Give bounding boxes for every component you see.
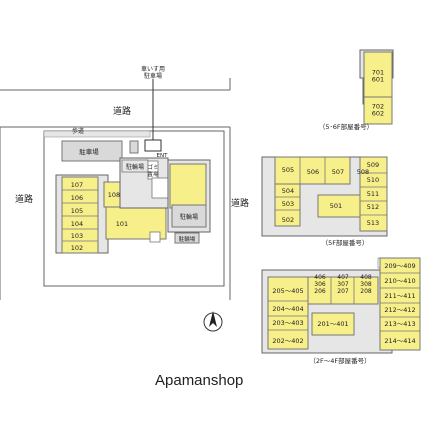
units-right-block [169,163,207,209]
unit-205-405: 205～405 [272,287,303,295]
bike-parking-bottom-label: 駐輪場 [179,235,196,243]
unit-105: 105 [71,207,83,215]
unit-101: 101 [116,220,128,228]
wheelchair-parking-box [144,139,162,152]
brand-logo-text: Apamanshop [155,372,244,389]
unit-107: 107 [71,181,83,189]
floor-5-label: （5F部屋番号） [322,238,369,247]
unit-513: 513 [367,219,379,227]
sidewalk-label: 歩道 [72,127,84,135]
unit-104: 104 [71,220,83,228]
site-plan: 車いす用 駐車場 道路 道路 道路 歩道 駐車場 駐輪場 駐輪場 駐輪場 ゴミ … [0,65,249,332]
unit-511: 511 [367,190,379,198]
entrance-label: ENT [157,153,169,159]
bike-parking-top-label: 駐輪場 [126,163,144,171]
unit-202-402: 202～402 [272,337,303,345]
unit-507: 507 [332,168,344,176]
unit-212-412: 212～412 [384,306,415,314]
road-left-label: 道路 [15,193,33,205]
bike-parking-right-box [171,204,207,228]
unit-213-413: 213～413 [384,320,415,328]
unit-209-409: 209～409 [384,262,415,270]
bike-parking-bottom-box [174,232,200,244]
unit-201-401: 201～401 [317,320,348,328]
unit-506: 506 [307,168,319,176]
road-right-label: 道路 [231,197,249,209]
floor-5-plan: 505 506 507 508 504 503 502 501 509 510 … [261,156,388,247]
unit-204-404: 204～404 [272,305,303,313]
unit-508: 508 [357,168,369,176]
unit-509: 509 [367,161,379,169]
unit-501: 501 [330,202,342,210]
unit-504: 504 [282,187,294,195]
unit-211-411: 211～411 [384,292,415,300]
unit-103: 103 [71,232,83,240]
unit-502: 502 [282,216,294,224]
unit-203-403: 203～403 [272,319,303,327]
floor-56-label: （5･6F部屋番号） [319,122,373,131]
wheelchair-label-2: 駐車場 [144,72,162,80]
unit-210-410: 210～410 [384,277,415,285]
parking-label: 駐車場 [79,147,99,156]
stair-box [149,231,161,243]
garbage-label-2: 置場 [147,170,159,178]
road-top-label: 道路 [113,105,131,117]
unit-106: 106 [71,194,83,202]
sidewalk-strip [43,130,151,138]
unit-101-box [105,206,167,240]
unit-102: 102 [71,244,83,252]
entrance-hall [151,177,170,199]
unit-510: 510 [367,176,379,184]
bike-parking-right-label: 駐輪場 [180,213,198,221]
unit-503: 503 [282,200,294,208]
garbage-label-1: ゴミ [147,163,158,171]
parking-area [61,140,123,162]
wheelchair-label-1: 車いす用 [141,65,165,73]
floor-24-label: （2F～4F部屋番号） [309,356,370,365]
unit-505: 505 [282,166,294,174]
unit-108: 108 [108,191,120,199]
unit-512: 512 [367,203,379,211]
north-arrow-icon [203,311,223,332]
parking-slot [129,140,139,154]
unit-214-414: 214～414 [384,337,415,345]
